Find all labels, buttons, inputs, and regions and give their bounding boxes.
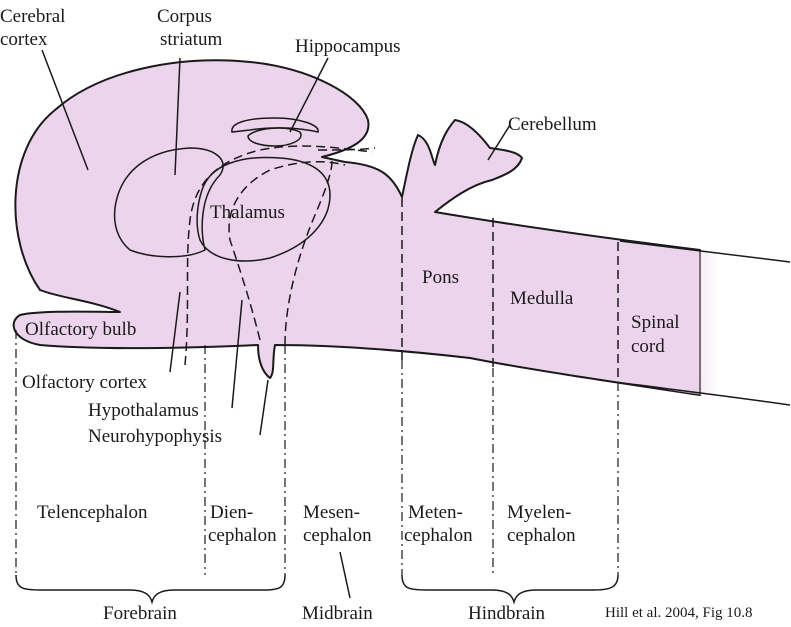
olfactory-cortex-label: Olfactory cortex: [22, 372, 148, 393]
hindbrain-label: Hindbrain: [468, 603, 546, 624]
telencephalon-label: Telencephalon: [37, 502, 148, 523]
pons-label: Pons: [422, 267, 459, 288]
spinal-cord-label-1: Spinal: [631, 312, 680, 333]
citation-text: Hill et al. 2004, Fig 10.8: [605, 605, 753, 621]
myelencephalon-label-2: cephalon: [507, 525, 576, 546]
mesencephalon-label-2: cephalon: [303, 525, 372, 546]
metencephalon-label-2: cephalon: [404, 525, 473, 546]
diencephalon-label-1: Dien-: [210, 502, 253, 523]
spinal-cord-label-2: cord: [631, 336, 665, 357]
metencephalon-label-1: Meten-: [408, 502, 463, 523]
thalamus-label: Thalamus: [210, 202, 285, 223]
medulla-label: Medulla: [510, 288, 574, 309]
corpus-striatum-label-1: Corpus: [157, 6, 212, 27]
cerebral-cortex-label-1: Cerebral: [0, 6, 65, 27]
myelencephalon-label-1: Myelen-: [507, 502, 571, 523]
hypothalamus-label: Hypothalamus: [88, 400, 199, 421]
olfactory-bulb-label: Olfactory bulb: [25, 319, 136, 340]
diencephalon-label-2: cephalon: [208, 525, 277, 546]
forebrain-label: Forebrain: [103, 603, 177, 624]
forebrain-brace: [16, 575, 285, 602]
cerebellum-label: Cerebellum: [508, 114, 597, 135]
cerebral-cortex-label-2: cortex: [0, 29, 48, 50]
leader-neurohypophysis: [260, 380, 268, 435]
neurohypophysis-label: Neurohypophysis: [88, 426, 222, 447]
mesencephalon-label-1: Mesen-: [303, 502, 360, 523]
midbrain-label: Midbrain: [302, 603, 373, 624]
hippocampus-label: Hippocampus: [295, 36, 401, 57]
hindbrain-brace: [402, 575, 618, 602]
corpus-striatum-label-2: striatum: [160, 29, 222, 50]
leader-midbrain: [340, 552, 350, 598]
